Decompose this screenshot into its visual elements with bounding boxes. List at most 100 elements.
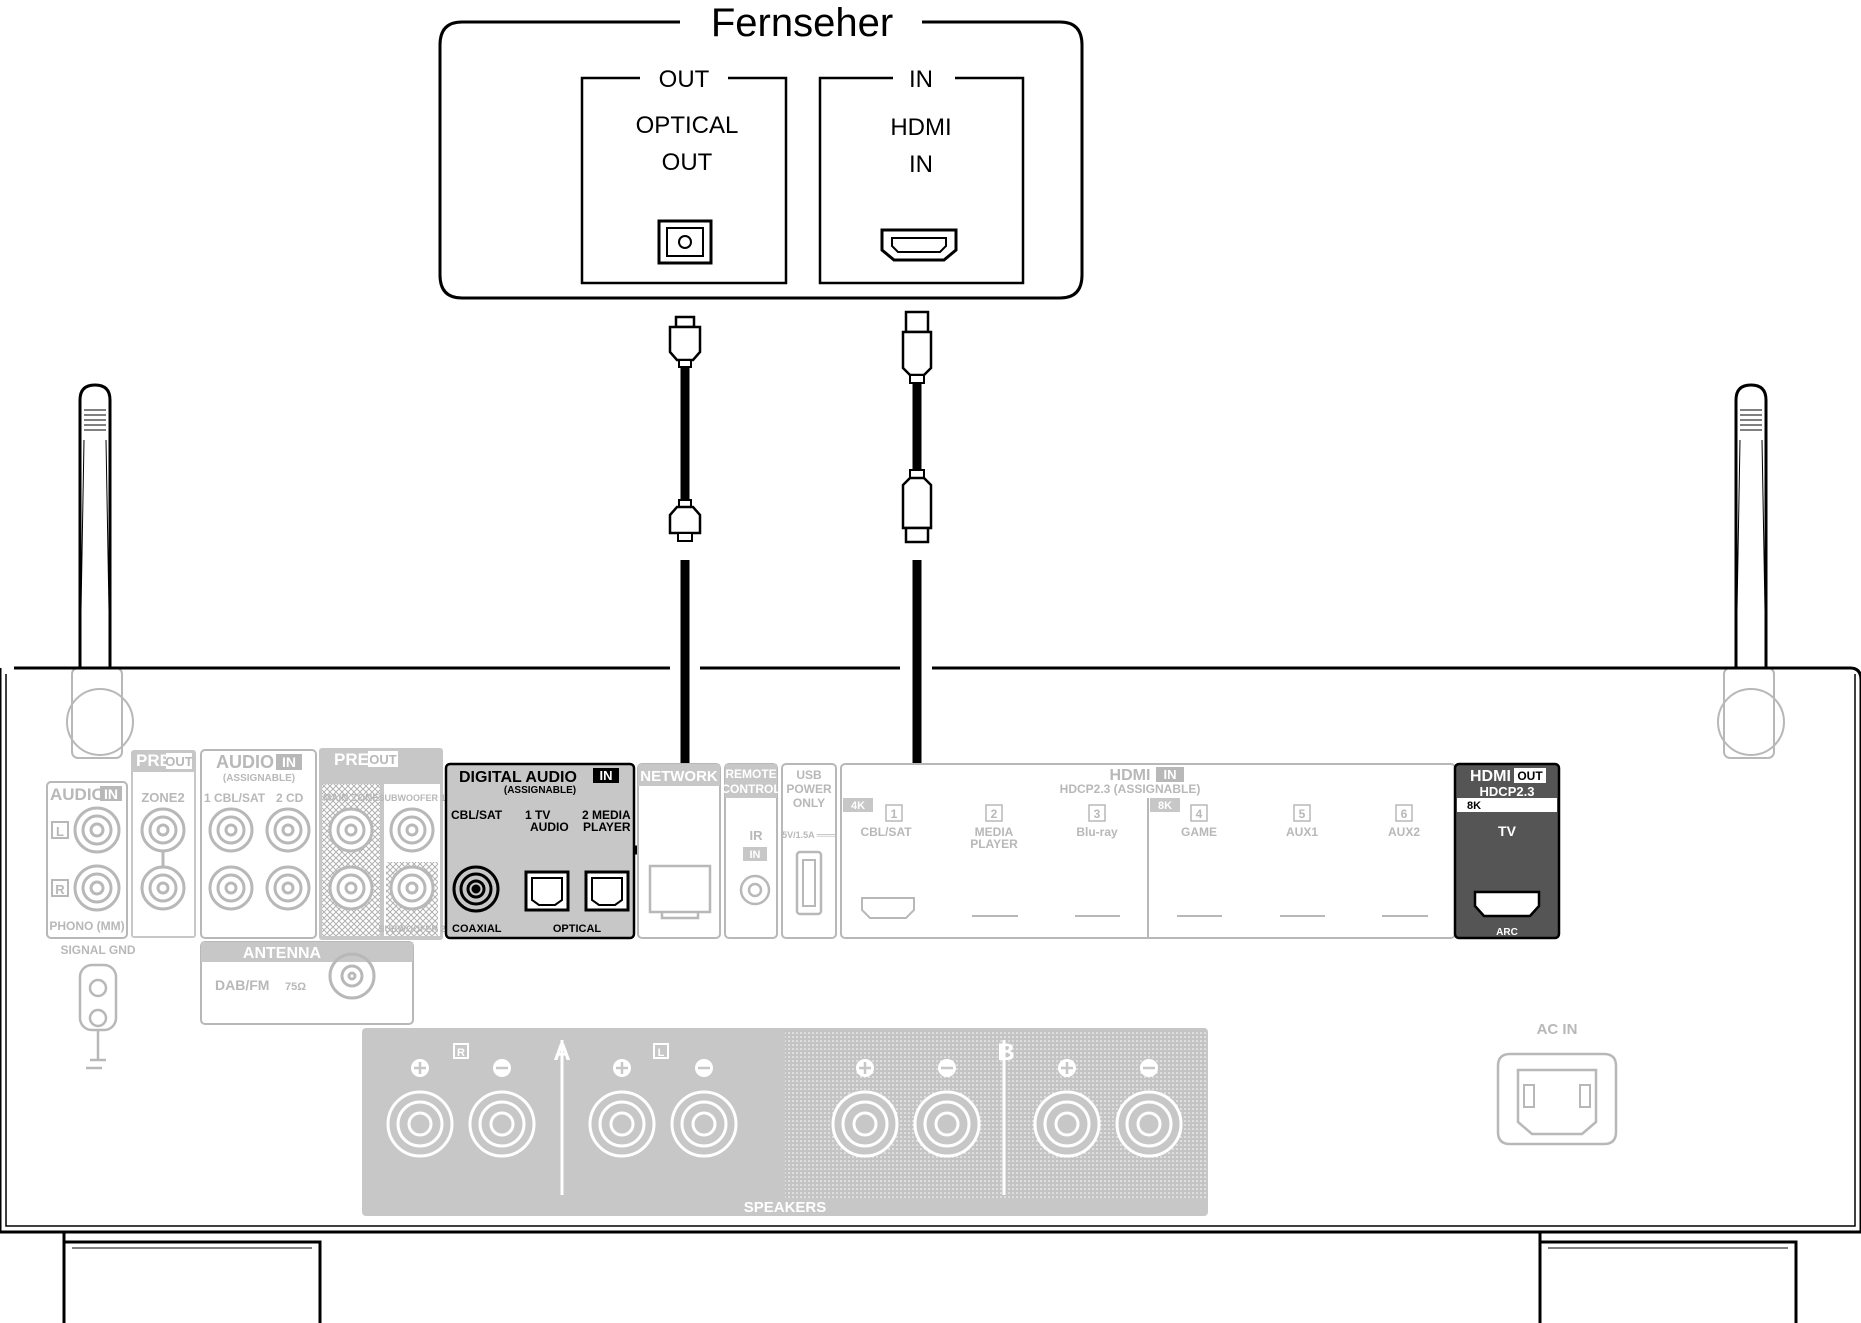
antenna-left (66, 383, 134, 759)
speakers-section: A B R L SPEAKERS (362, 1028, 1208, 1216)
label-receiver-usb_rating: 5V/1.5A ═══ (782, 830, 836, 840)
label-receiver-ohm: 75Ω (285, 981, 306, 993)
label-receiver-signal_gnd: SIGNAL GND (60, 943, 135, 957)
label-receiver-hdmi_out_title: HDMI (1470, 768, 1511, 785)
label-receiver-ir: IR (750, 828, 764, 843)
label-receiver-hdmi_inputs-2-num: 3 (1094, 807, 1101, 821)
label-receiver-hdmi_inputs-1-name: MEDIA (975, 825, 1014, 839)
ac-in-section: AC IN (1496, 1021, 1618, 1146)
phono-input-section: AUDIO IN L R PHONO (MM) SIGNAL GND (46, 781, 136, 1070)
label-receiver-sp_l: L (658, 1047, 665, 1059)
label-receiver-pre_out_main_a: PRE (334, 750, 369, 769)
hdmi-input-3: 3 Blu-ray (1075, 804, 1120, 917)
tv-hdmi-port-icon[interactable] (880, 228, 958, 262)
label-receiver-subwoofer1: SUBWOOFER 1 (378, 793, 445, 803)
label-receiver-hdmi_inputs-3-name: GAME (1181, 825, 1217, 839)
tv-optical-label-2: OUT (662, 149, 713, 176)
label-receiver-tv_audio_1: 1 TV (525, 808, 550, 822)
tv-out-panel: OUT OPTICAL OUT (580, 66, 788, 285)
label-receiver-hdmi_inputs-1-num: 2 (991, 807, 998, 821)
label-receiver-pre_out_zone2_a: PRE (136, 751, 171, 770)
label-receiver-badge_8k: 8K (1158, 800, 1172, 812)
label-receiver-hdmi_inputs-4-num: 5 (1299, 807, 1306, 821)
label-receiver-hdmi_inputs-0-num: 1 (891, 807, 898, 821)
optical-port-tv-audio-icon[interactable] (524, 870, 570, 912)
label-receiver-hdmi_inputs-3-num: 4 (1196, 807, 1203, 821)
label-receiver-arc: ARC (1496, 927, 1518, 938)
label-receiver-cbl_sat: CBL/SAT (451, 808, 503, 822)
label-receiver-remote_control_2: CONTROL (721, 782, 780, 796)
tv-out-label: OUT (659, 66, 710, 93)
tv-device: Fernseher OUT OPTICAL OUT IN HDMI IN (438, 1, 1084, 300)
label-receiver-antenna: ANTENNA (243, 945, 322, 962)
usb-section: USB POWER ONLY 5V/1.5A ═══ (781, 763, 837, 939)
remote-control-section: REMOTE CONTROL IR IN (721, 763, 781, 939)
tv-in-panel: IN HDMI IN (818, 66, 1025, 285)
label-receiver-badge_4k: 4K (851, 800, 865, 812)
label-receiver-usb_2: POWER (786, 782, 832, 796)
label-receiver-hdmi_out_hdcp: HDCP2.3 (1480, 784, 1535, 799)
label-receiver-hdmi_inputs-5-num: 6 (1401, 807, 1408, 821)
hdmi-out-port-icon[interactable] (1473, 890, 1541, 918)
label-receiver-ir_in: IN (750, 849, 761, 861)
hdmi-out-section: HDMI OUT HDCP2.3 8K TV ARC (1453, 762, 1561, 940)
tv-hdmi-label-1: HDMI (890, 114, 951, 141)
antenna-section: ANTENNA DAB/FM 75Ω (200, 941, 414, 1025)
tv-in-label: IN (909, 66, 933, 93)
label-receiver-hdmi_inputs-2-name: Blu-ray (1076, 825, 1118, 839)
label-receiver-tv_audio_2: AUDIO (530, 820, 569, 834)
tv-optical-label-1: OPTICAL (636, 112, 739, 139)
label-receiver-zone_a: A (553, 1039, 570, 1066)
label-receiver-ac_in: AC IN (1537, 1021, 1578, 1038)
label-receiver-usb_3: ONLY (793, 796, 825, 810)
label-receiver-pre_out_main_b: OUT (369, 752, 397, 767)
hdmi-input-5: 5 AUX1 (1280, 804, 1325, 917)
tv-title: Fernseher (711, 1, 893, 45)
label-receiver-audio_in_tag: IN (282, 754, 296, 770)
label-receiver-dabfm: DAB/FM (215, 977, 269, 993)
preout-mainzone-section: PRE OUT MAIN ZONE SUBWOOFER 1 SUBWOOFER … (319, 748, 446, 940)
label-receiver-audio_in_small_tag: IN (104, 786, 118, 802)
label-receiver-sp_r: R (457, 1047, 465, 1059)
label-receiver-remote_control_1: REMOTE (725, 767, 776, 781)
label-receiver-pre_out_zone2_b: OUT (165, 754, 193, 769)
label-receiver-audio_in_title: AUDIO (216, 752, 274, 772)
label-receiver-coaxial: COAXIAL (452, 923, 502, 935)
label-receiver-ch_r: R (55, 882, 65, 897)
label-receiver-speakers: SPEAKERS (744, 1199, 827, 1216)
label-receiver-usb_1: USB (796, 768, 822, 782)
label-receiver-main_zone: MAIN ZONE (323, 793, 379, 804)
label-receiver-optical: OPTICAL (553, 923, 602, 935)
label-receiver-assignable: (ASSIGNABLE) (223, 773, 295, 784)
label-receiver-hdmi_out_8k: 8K (1467, 800, 1481, 812)
label-receiver-hdmi_out_tag: OUT (1517, 769, 1543, 783)
label-receiver-hdcp_assignable: HDCP2.3 (ASSIGNABLE) (1060, 782, 1201, 796)
label-receiver-audio_in_small: AUDIO (50, 785, 105, 804)
tv-optical-port-icon[interactable] (657, 219, 713, 265)
label-receiver-subwoofer2: SUBWOOFER 2 (378, 924, 445, 934)
label-receiver-hdmi_in_tag: IN (1164, 767, 1177, 782)
label-receiver-network: NETWORK (640, 768, 718, 785)
digital-audio-in-section: DIGITAL AUDIO IN (ASSIGNABLE) CBL/SAT 1 … (444, 762, 636, 940)
antenna-right (1717, 383, 1785, 759)
label-receiver-ch_l: L (56, 824, 64, 839)
receiver-body (0, 383, 1861, 1323)
audio-in-section: AUDIO IN (ASSIGNABLE) 1 CBL/SAT 2 CD (200, 749, 317, 939)
label-receiver-digital_audio_tag: IN (600, 768, 613, 783)
label-receiver-cbl_sat_cd_2: 2 CD (276, 791, 304, 805)
label-receiver-media_player_2: PLAYER (583, 820, 631, 834)
label-receiver-cbl_sat_cd_1: 1 CBL/SAT (204, 791, 266, 805)
label-receiver-zone2: ZONE2 (141, 790, 184, 805)
label-receiver-hdmi_out_tv: TV (1498, 823, 1517, 839)
coaxial-port-icon[interactable] (452, 865, 500, 913)
optical-port-media-player-icon[interactable] (584, 870, 630, 912)
label-receiver-phono: PHONO (MM) (49, 919, 124, 933)
label-receiver-hdmi_inputs-0-name: CBL/SAT (860, 825, 912, 839)
label-receiver-hdmi_inputs-4-name: AUX1 (1286, 825, 1318, 839)
hdmi-input-4: 4 GAME (1177, 804, 1222, 917)
label-receiver-media_player_line2: PLAYER (970, 837, 1018, 851)
label-receiver-hdmi_inputs-5-name: AUX2 (1388, 825, 1420, 839)
hdmi-input-2: 2 MEDIA PLAYER (970, 804, 1018, 917)
label-receiver-media_player_1: 2 MEDIA (582, 808, 631, 822)
